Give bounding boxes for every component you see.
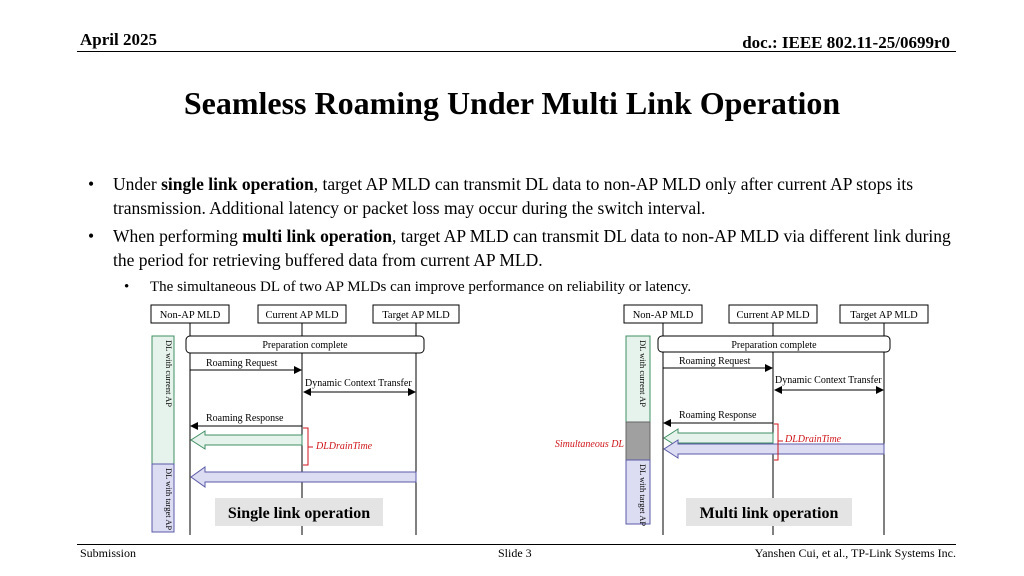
bullet-dot: • — [124, 279, 130, 295]
roaming-response-label: Roaming Response — [206, 413, 284, 424]
prep-complete-box — [185, 335, 425, 354]
dl-current-arrow — [663, 428, 774, 448]
caption-single: Single link operation — [228, 505, 370, 522]
bullet-2-pre: When performing — [113, 226, 243, 246]
bullet-dot: • — [88, 174, 95, 194]
dl-current-label: DL with current AP — [638, 340, 648, 407]
roaming-response-label: Roaming Response — [679, 410, 757, 421]
dl-current-bar — [625, 335, 651, 423]
footer-slide-number: Slide 3 — [498, 546, 532, 560]
prep-complete-box — [657, 335, 891, 353]
footer-authors: Yanshen Cui, et al., TP-Link Systems Inc… — [754, 546, 956, 560]
bullet-2: • When performing multi link operation, … — [88, 224, 958, 272]
dl-target-bar — [625, 459, 651, 525]
bullet-2-post: , target AP MLD can transmit DL data to … — [113, 226, 951, 270]
simultaneous-dl-block — [625, 421, 651, 461]
dl-target-label: DL with target AP — [164, 468, 174, 530]
bullet-1-post: , target AP MLD can transmit DL data to … — [113, 174, 914, 218]
drain-time-label: DLDrainTime — [784, 434, 842, 445]
caption-box-multi — [686, 498, 852, 526]
drain-time-brace — [774, 423, 783, 461]
prep-complete-label: Preparation complete — [731, 340, 817, 351]
entity-label-target-ap: Target AP MLD — [382, 310, 450, 321]
header-date: April 2025 — [80, 30, 157, 49]
header-doc-id: doc.: IEEE 802.11-25/0699r0 — [742, 33, 950, 52]
header-rule — [77, 51, 956, 52]
footer-rule — [77, 544, 956, 545]
sub-bullet: • The simultaneous DL of two AP MLDs can… — [88, 276, 958, 298]
roaming-request-label: Roaming Request — [206, 358, 278, 369]
dl-current-arrow — [190, 430, 303, 450]
diagram-multi-link: Non-AP MLD Current AP MLD Target AP MLD … — [555, 304, 929, 535]
entity-label-current-ap: Current AP MLD — [265, 310, 339, 321]
dl-target-bar — [151, 463, 175, 533]
entity-label-target-ap: Target AP MLD — [850, 310, 918, 321]
dl-current-label: DL with current AP — [164, 340, 174, 407]
bullet-1: • Under single link operation, target AP… — [88, 172, 958, 220]
bullet-1-pre: Under — [113, 174, 162, 194]
simultaneous-dl-label: Simultaneous DL — [555, 439, 625, 450]
dct-label: Dynamic Context Transfer — [775, 375, 882, 386]
caption-multi: Multi link operation — [700, 505, 839, 522]
bullet-1-bold: single link operation — [161, 174, 314, 194]
dl-target-label: DL with target AP — [638, 464, 648, 526]
entity-label-non-ap: Non-AP MLD — [633, 310, 694, 321]
bullet-dot: • — [88, 226, 95, 246]
roaming-request-label: Roaming Request — [679, 356, 751, 367]
dct-label: Dynamic Context Transfer — [305, 378, 412, 389]
drain-time-label: DLDrainTime — [315, 441, 373, 452]
prep-complete-label: Preparation complete — [262, 340, 348, 351]
footer-submission: Submission — [80, 546, 137, 560]
slide-title: Seamless Roaming Under Multi Link Operat… — [183, 85, 841, 121]
bullet-2-bold: multi link operation — [242, 226, 393, 246]
caption-box-single — [215, 498, 383, 526]
bullet-list: • Under single link operation, target AP… — [88, 172, 958, 298]
drain-time-brace — [303, 427, 313, 466]
dl-target-arrow — [663, 439, 885, 459]
diagram-single-link: Non-AP MLD Current AP MLD Target AP MLD … — [150, 304, 460, 535]
entity-label-current-ap: Current AP MLD — [736, 310, 810, 321]
sub-bullet-text: The simultaneous DL of two AP MLDs can i… — [150, 279, 692, 295]
dl-target-arrow — [190, 466, 417, 488]
entity-label-non-ap: Non-AP MLD — [160, 310, 221, 321]
